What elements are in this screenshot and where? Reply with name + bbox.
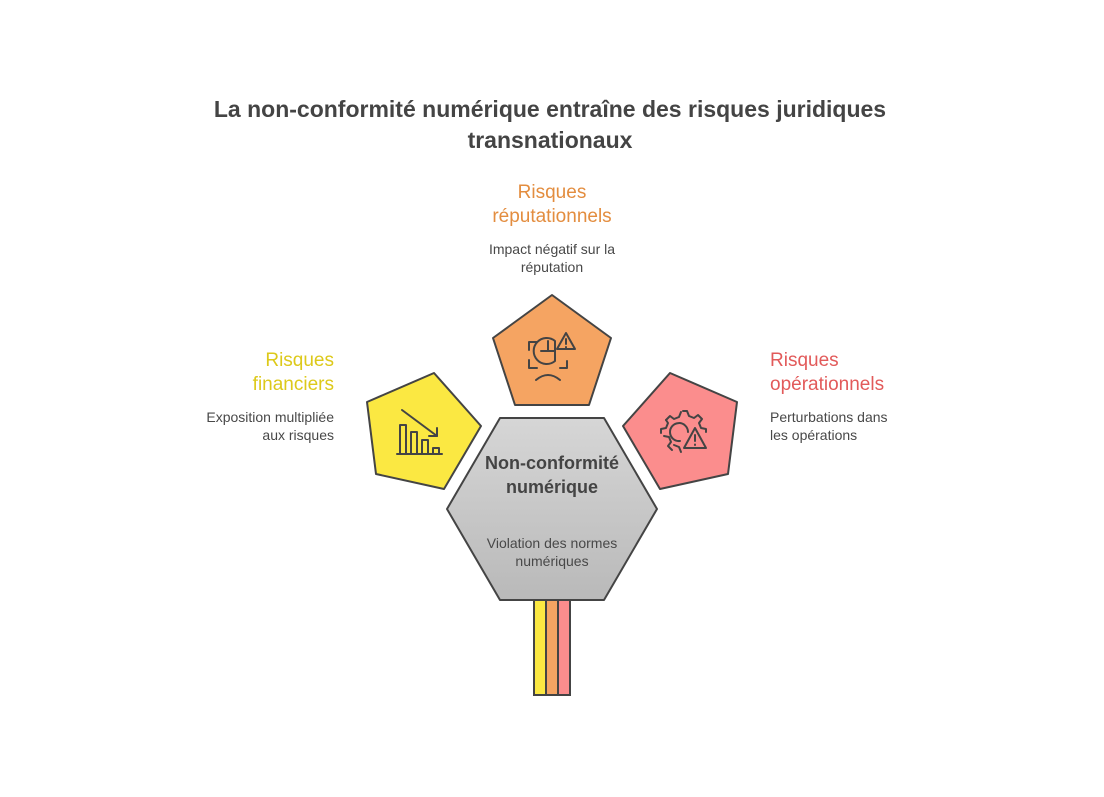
stem-bar-financial — [533, 597, 547, 696]
center-label: Non-conformité numérique — [485, 453, 619, 497]
face-pie-warning-icon — [528, 332, 576, 381]
stem-bar-reputational — [545, 597, 559, 696]
category-desc-reputational: Impact négatif sur la réputation — [488, 241, 616, 275]
diagram-title: La non-conformité numérique entraîne des… — [213, 96, 887, 153]
category-title-financial: Risques financiers — [252, 350, 334, 395]
category-title-reputational: Risques réputationnels — [492, 182, 612, 227]
category-desc-operational: Perturbations dans les opérations — [770, 409, 888, 443]
pentagon-operational — [622, 372, 738, 490]
stem-bar-operational — [557, 597, 571, 696]
gear-warning-icon — [660, 410, 707, 453]
center-description: Violation des normes numériques — [486, 535, 618, 569]
declining-bar-chart-icon — [396, 409, 443, 455]
pentagon-financial — [366, 372, 482, 490]
category-desc-financial: Exposition multipliée aux risques — [206, 409, 334, 443]
center-hexagon — [446, 417, 658, 601]
category-title-operational: Risques opérationnels — [770, 350, 885, 395]
